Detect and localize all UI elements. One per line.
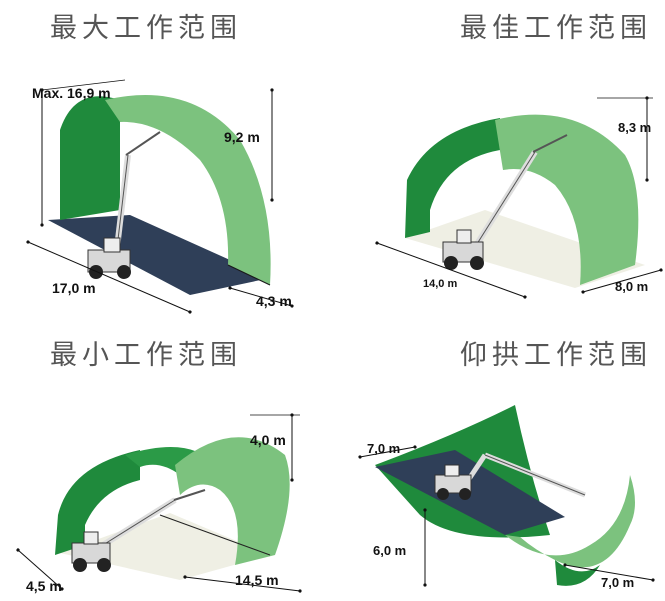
label-max-arch-height: 9,2 m — [224, 129, 260, 145]
title-arch-range: 仰拱工作范围 — [460, 340, 652, 371]
label-min-length: 4,5 m — [26, 578, 62, 594]
label-best-arch-height: 8,3 m — [618, 120, 651, 135]
arch-front — [175, 437, 290, 565]
label-max-total-height: Max. 16,9 m — [32, 85, 111, 101]
telehandler-machine — [434, 464, 472, 500]
label-max-width: 4,3 m — [256, 293, 292, 309]
diagram-min-range: 4,0 m 4,5 m 14,5 m — [16, 413, 302, 594]
arch-back — [55, 450, 140, 555]
diagram-max-range: Max. 16,9 m 9,2 m 17,0 m 4,3 m — [26, 79, 294, 314]
label-arch-depth: 6,0 m — [373, 543, 406, 558]
telehandler-machine — [71, 531, 111, 572]
title-max-range: 最大工作范围 — [50, 13, 242, 44]
arch-front — [105, 95, 271, 285]
label-min-width: 14,5 m — [235, 572, 279, 588]
arch-back — [60, 96, 120, 220]
label-min-arch-height: 4,0 m — [250, 432, 286, 448]
floor-plane — [60, 513, 270, 580]
diagram-best-range: 8,3 m 14,0 m 8,0 m — [375, 96, 663, 299]
label-max-length: 17,0 m — [52, 280, 96, 296]
title-best-range: 最佳工作范围 — [460, 13, 652, 44]
label-arch-top-width: 7,0 m — [367, 441, 400, 456]
label-best-length: 14,0 m — [423, 278, 457, 290]
label-arch-bottom-width: 7,0 m — [601, 575, 634, 590]
label-best-width: 8,0 m — [615, 279, 648, 294]
diagram-arch-range: 7,0 m 6,0 m 7,0 m — [358, 405, 655, 590]
arch-front — [505, 475, 635, 568]
title-min-range: 最小工作范围 — [50, 340, 242, 371]
arch-back — [405, 118, 500, 238]
